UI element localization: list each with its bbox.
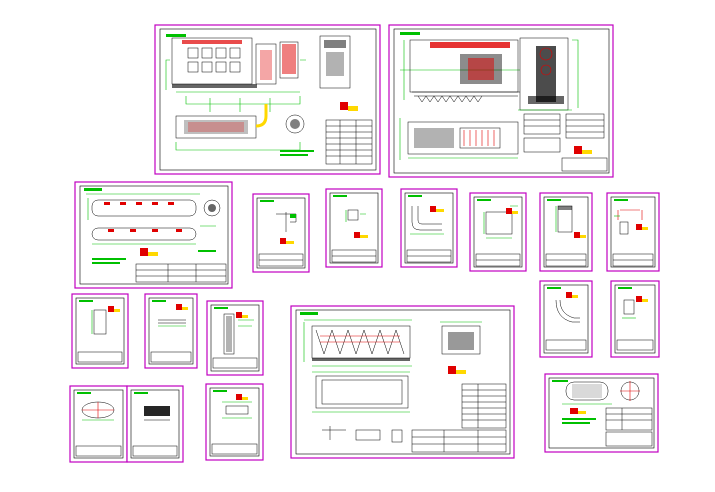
sheet-boiler-general-arrangement[interactable] bbox=[154, 24, 381, 175]
sheet-boiler-section-views[interactable] bbox=[388, 24, 614, 178]
sheet-part-7[interactable] bbox=[71, 293, 129, 369]
sheet-part-11[interactable] bbox=[610, 280, 660, 358]
sheet-part-2[interactable] bbox=[325, 188, 383, 268]
plan-section bbox=[399, 118, 519, 160]
sheet-part-9[interactable] bbox=[206, 300, 264, 376]
sheet-part-8[interactable] bbox=[144, 293, 198, 369]
boiler-plan-view bbox=[175, 96, 314, 156]
sheet-part-3[interactable] bbox=[400, 188, 458, 268]
sheet-grate-assembly[interactable] bbox=[290, 305, 515, 459]
sheet-part-14[interactable] bbox=[205, 383, 264, 461]
sheet-part-13[interactable] bbox=[126, 385, 184, 463]
sheet-part-10[interactable] bbox=[539, 280, 593, 358]
sheet-tank-assembly[interactable] bbox=[544, 373, 659, 453]
section-tables bbox=[523, 113, 608, 172]
grate-plan-view bbox=[312, 371, 410, 413]
sheet-part-6[interactable] bbox=[606, 192, 660, 272]
boiler-side-elevation bbox=[165, 35, 351, 93]
sheet-part-5[interactable] bbox=[539, 192, 593, 272]
sheet-drum-assembly[interactable] bbox=[74, 181, 233, 289]
sheet-part-4[interactable] bbox=[469, 192, 527, 272]
sheet-part-1[interactable] bbox=[252, 193, 310, 273]
grate-end-view bbox=[440, 321, 482, 355]
sheet-part-12[interactable] bbox=[69, 385, 128, 463]
grate-side-view bbox=[303, 319, 412, 367]
front-section bbox=[400, 37, 579, 111]
grate-parts-table bbox=[411, 383, 507, 453]
parts-table bbox=[325, 119, 373, 165]
